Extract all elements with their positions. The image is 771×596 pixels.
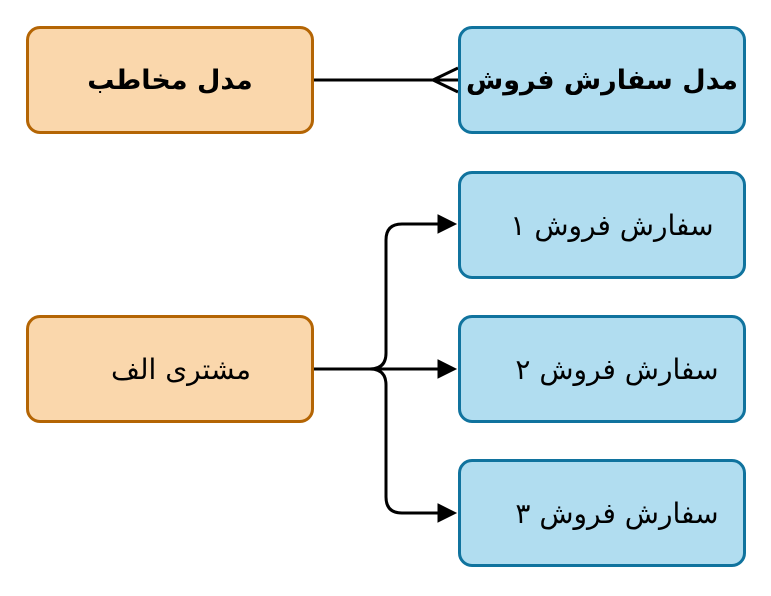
arrowhead-icon (437, 214, 458, 234)
sales-order-1-box[interactable]: سفارش فروش ۱ (458, 171, 746, 279)
arrowhead-icon (437, 359, 458, 379)
crows-foot-icon (429, 66, 459, 94)
order-model-box[interactable]: مدل سفارش فروش (458, 26, 746, 134)
sales-order-2-label: سفارش فروش ۲ (515, 352, 719, 386)
sales-order-3-box[interactable]: سفارش فروش ۳ (458, 459, 746, 567)
arrowheads (437, 214, 458, 523)
crows-foot-connector (314, 66, 459, 94)
customer-model-label: مدل مخاطب (87, 64, 253, 96)
arrow-to-order-3 (314, 367, 440, 515)
sales-order-1-label: سفارش فروش ۱ (510, 208, 714, 242)
arrow-to-order-1 (314, 222, 440, 371)
customer-a-label: مشتری الف (111, 352, 251, 386)
arrowhead-icon (437, 503, 458, 523)
branch-connectors (314, 222, 440, 515)
sales-order-3-label: سفارش فروش ۳ (515, 496, 719, 530)
customer-model-box[interactable]: مدل مخاطب (26, 26, 314, 134)
sales-order-2-box[interactable]: سفارش فروش ۲ (458, 315, 746, 423)
customer-a-box[interactable]: مشتری الف (26, 315, 314, 423)
order-model-label: مدل سفارش فروش (466, 64, 738, 96)
